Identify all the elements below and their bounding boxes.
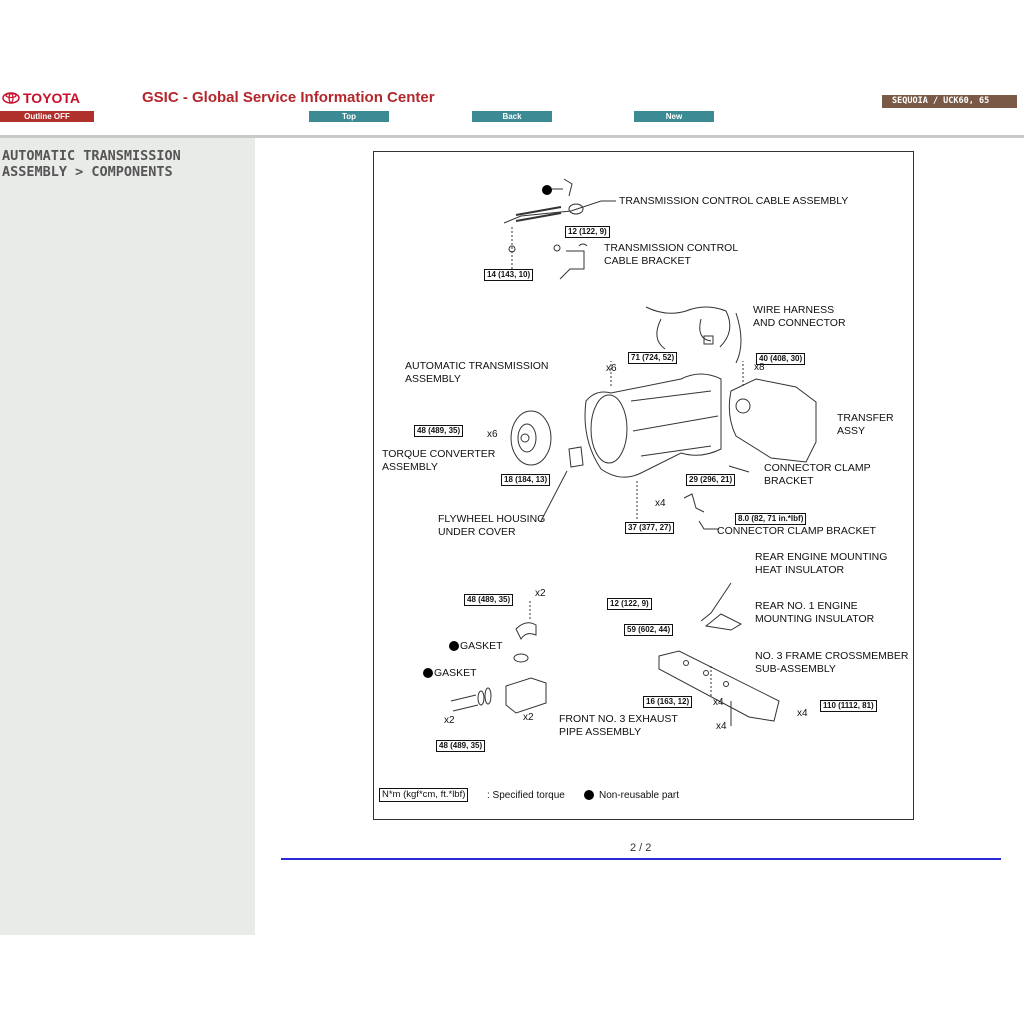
label-cable-bracket: CABLE BRACKET [604,255,691,267]
quantity: x4 [713,697,724,708]
outline-toggle-button[interactable]: Outline OFF [0,111,94,122]
legend-torque-format: N*m (kgf*cm, ft.*lbf) [379,788,469,802]
label-wire-harness: WIRE HARNESS [753,304,835,316]
vehicle-badge: SEQUOIA / UCK60, 65 [882,95,1017,108]
label-flywheel-cover: UNDER COVER [438,526,516,538]
label-exhaust-pipe: PIPE ASSEMBLY [559,726,642,738]
torque-spec: 110 (1112, 81) [820,700,877,712]
quantity: x6 [606,363,617,374]
header-divider [0,135,1024,138]
label-cable-bracket: TRANSMISSION CONTROL [604,242,739,254]
label-wire-harness: AND CONNECTOR [753,317,846,329]
torque-spec: 48 (489, 35) [436,740,486,752]
label-torque-converter: ASSEMBLY [382,461,438,473]
quantity: x6 [487,429,498,440]
torque-spec: 8.0 (82, 71 in.*lbf) [735,513,807,525]
torque-spec: 71 (724, 52) [628,352,678,364]
nonreusable-marker-icon [584,790,594,800]
sidebar [0,138,255,935]
label-engine-mounting-insulator: REAR NO. 1 ENGINE [755,600,858,612]
torque-spec: 37 (377, 27) [625,522,675,534]
torque-spec: 48 (489, 35) [414,425,464,437]
app-title: GSIC - Global Service Information Center [142,89,435,106]
quantity: x2 [523,712,534,723]
breadcrumb-line: ASSEMBLY > COMPONENTS [2,164,173,180]
torque-spec: 59 (602, 44) [624,624,674,636]
brand-name: TOYOTA [23,90,81,106]
quantity: x2 [444,715,455,726]
parts-illustration [450,178,817,726]
label-gasket: GASKET [460,640,503,652]
page-divider [281,858,1001,860]
legend-torque-text: : Specified torque [487,790,565,801]
legend-nonreusable-text: Non-reusable part [599,790,680,801]
top-button[interactable]: Top [309,111,389,122]
quantity: x4 [655,498,666,509]
label-transfer: TRANSFER [837,412,894,424]
torque-spec: 12 (122, 9) [565,226,610,238]
quantity: x8 [754,362,765,373]
label-automatic-transmission: ASSEMBLY [405,373,461,385]
torque-spec: 16 (163, 12) [643,696,693,708]
torque-spec: 18 (184, 13) [501,474,551,486]
page-indicator: 2 / 2 [630,842,652,854]
torque-spec: 12 (122, 9) [607,598,652,610]
label-connector-clamp-bracket: CONNECTOR CLAMP [764,462,871,474]
torque-spec: 29 (296, 21) [686,474,736,486]
label-exhaust-pipe: FRONT NO. 3 EXHAUST [559,713,678,725]
nonreusable-marker-icon [449,641,459,651]
breadcrumb-line: AUTOMATIC TRANSMISSION [2,148,181,164]
nonreusable-marker-icon [423,668,433,678]
nonreusable-marker-icon [542,185,552,195]
toyota-emblem-icon [2,92,20,104]
label-automatic-transmission: AUTOMATIC TRANSMISSION [405,360,549,372]
label-gasket: GASKET [434,667,477,679]
quantity: x4 [797,708,808,719]
label-heat-insulator: HEAT INSULATOR [755,564,845,576]
torque-spec: 40 (408, 30) [756,353,806,365]
torque-spec: 48 (489, 35) [464,594,514,606]
label-torque-converter: TORQUE CONVERTER [382,448,496,460]
torque-spec: 14 (143, 10) [484,269,534,281]
components-diagram: TRANSMISSION CONTROL CABLE ASSEMBLY 12 (… [373,151,914,820]
quantity: x2 [535,588,546,599]
toyota-logo: TOYOTA [2,90,80,106]
label-engine-mounting-insulator: MOUNTING INSULATOR [755,613,875,625]
label-crossmember: NO. 3 FRAME CROSSMEMBER [755,650,909,662]
label-connector-clamp-bracket-2: CONNECTOR CLAMP BRACKET [717,525,876,537]
label-connector-clamp-bracket: BRACKET [764,475,814,487]
label-crossmember: SUB-ASSEMBLY [755,663,836,675]
label-flywheel-cover: FLYWHEEL HOUSING [438,513,546,525]
label-transfer: ASSY [837,425,866,437]
breadcrumb: AUTOMATIC TRANSMISSION ASSEMBLY > COMPON… [2,148,181,180]
back-button[interactable]: Back [472,111,552,122]
label-heat-insulator: REAR ENGINE MOUNTING [755,551,888,563]
quantity: x4 [716,721,727,732]
label-cable-assembly: TRANSMISSION CONTROL CABLE ASSEMBLY [619,195,849,207]
new-button[interactable]: New [634,111,714,122]
